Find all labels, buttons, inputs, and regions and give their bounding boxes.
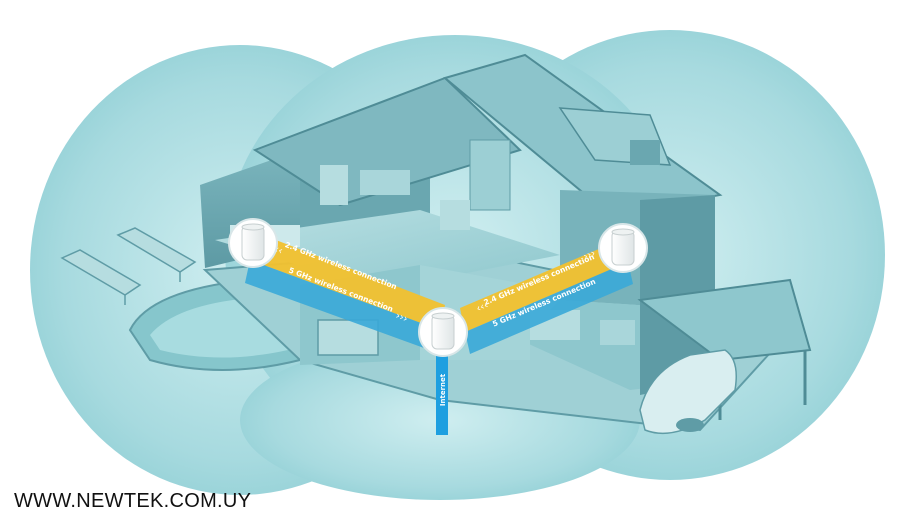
car [639, 349, 737, 435]
mesh-node-icon [431, 312, 455, 350]
chevron-icon: ››› [582, 248, 597, 263]
chevron-icon: ‹‹‹ [475, 300, 490, 315]
internet-uplink: Internet [436, 340, 448, 435]
mesh-node-center [418, 307, 468, 357]
watermark-text: WWW.NEWTEK.COM.UY [14, 490, 252, 512]
sun-loungers [60, 227, 197, 305]
mesh-node-right [598, 223, 648, 273]
internet-label: Internet [439, 373, 447, 406]
mesh-node-icon [611, 228, 635, 266]
chevron-icon: ››› [394, 311, 409, 326]
mesh-node-icon [241, 223, 265, 261]
mesh-node-left [228, 218, 278, 268]
